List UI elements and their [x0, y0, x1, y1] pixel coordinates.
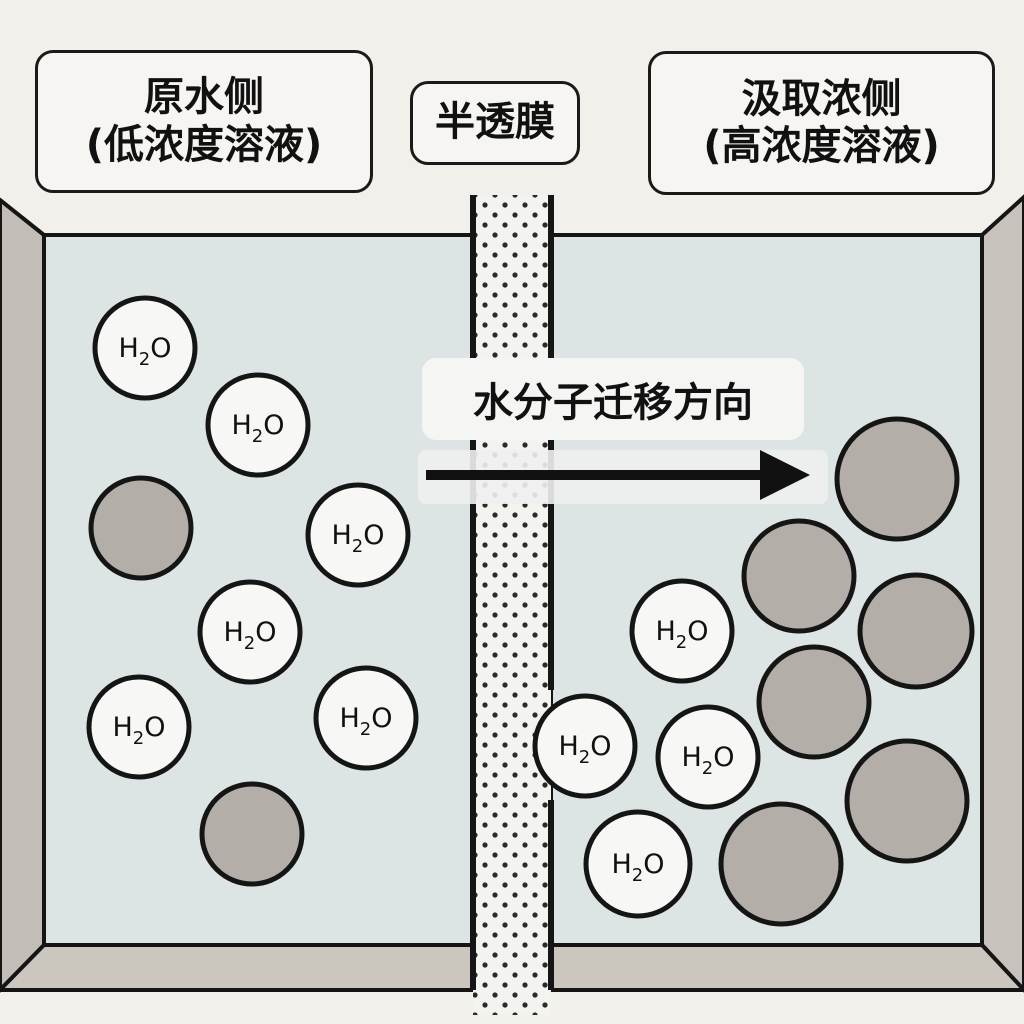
water-molecule-circle [655, 704, 761, 810]
water-molecule-label: H2O [339, 703, 392, 740]
draw-side-label: 汲取浓侧 (高浓度溶液) [648, 51, 995, 195]
draw-solute-particle [844, 738, 970, 864]
water-molecule-circle [197, 579, 303, 685]
right-tank-floor [549, 943, 1024, 992]
water-molecule-label: H2O [112, 712, 165, 749]
draw-solute-particle [741, 518, 857, 634]
water-molecule-label: H2O [681, 742, 734, 779]
feed-side-title: 原水侧 [144, 74, 264, 121]
draw-side-subtitle: (高浓度溶液) [703, 123, 940, 169]
water-molecule-circle [532, 693, 638, 799]
draw-water-molecule: H2O [629, 578, 735, 684]
feed-water-molecule: H2O [86, 674, 192, 780]
right-tank-side-wall [980, 194, 1024, 993]
feed-side-label: 原水侧 (低浓度溶液) [35, 50, 373, 193]
water-molecule-label: H2O [231, 410, 284, 447]
flow-direction-label: 水分子迁移方向 [422, 358, 804, 440]
water-molecule-label: H2O [655, 616, 708, 653]
water-molecule-label: H2O [118, 333, 171, 370]
draw-water-molecule: H2O [655, 704, 761, 810]
water-molecule-label: H2O [558, 731, 611, 768]
membrane-label: 半透膜 [410, 81, 580, 165]
water-molecule-circle [86, 674, 192, 780]
feed-water-molecule: H2O [313, 665, 419, 771]
water-molecule-circle [205, 372, 311, 478]
draw-side-title: 汲取浓侧 [741, 75, 902, 122]
membrane-title: 半透膜 [435, 99, 555, 146]
feed-side-subtitle: (低浓度溶液) [85, 121, 323, 168]
draw-solute-particle [834, 416, 960, 542]
flow-arrow [426, 450, 810, 500]
feed-water-molecule: H2O [205, 372, 311, 478]
feed-solute-particle [199, 781, 305, 887]
water-molecule-circle [629, 578, 735, 684]
water-molecule-circle [313, 665, 419, 771]
feed-water-molecule: H2O [305, 482, 411, 588]
left-tank-side-wall [0, 197, 46, 993]
water-molecule-circle [583, 809, 693, 919]
water-molecule-label: H2O [331, 520, 384, 557]
water-molecule-label: H2O [611, 849, 664, 886]
draw-solute-particle [857, 572, 975, 690]
feed-solute-particle [88, 475, 194, 581]
draw-water-molecule: H2O [583, 809, 693, 919]
water-molecule-label: H2O [223, 617, 276, 654]
feed-water-molecule: H2O [197, 579, 303, 685]
water-molecule-circle [92, 295, 198, 401]
draw-water-molecule: H2O [532, 693, 638, 799]
feed-water-molecule: H2O [92, 295, 198, 401]
left-tank-floor [0, 943, 475, 992]
semipermeable-membrane [470, 195, 554, 1015]
water-molecule-circle [305, 482, 411, 588]
draw-solute-particle [718, 801, 844, 927]
draw-solute-particle [756, 644, 872, 760]
